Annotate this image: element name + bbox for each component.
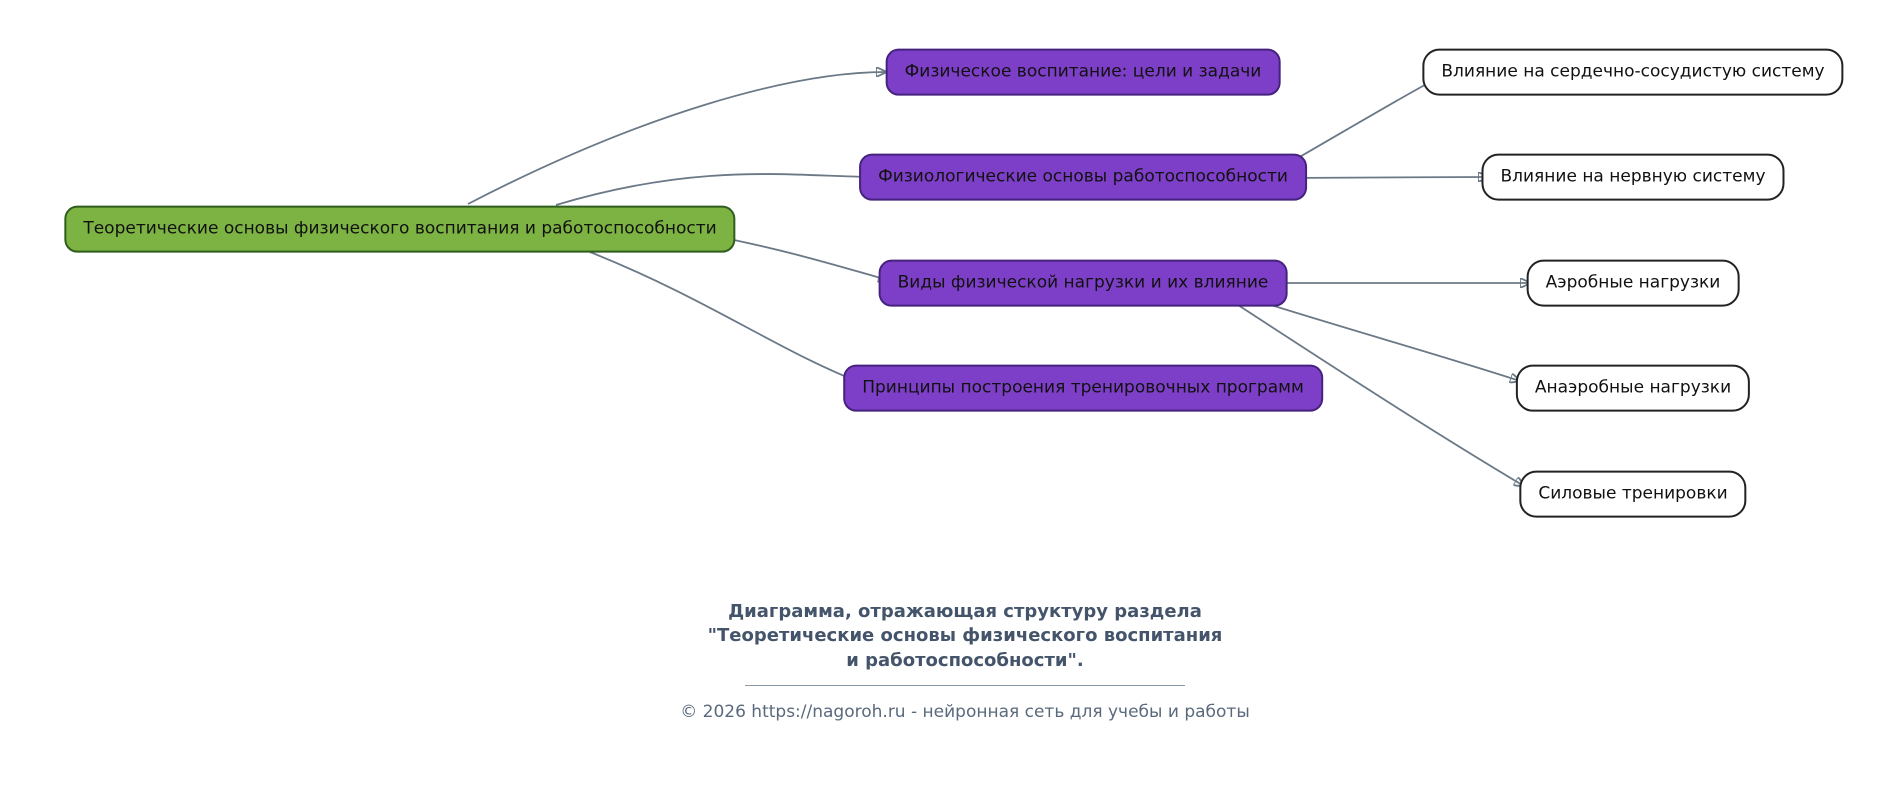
copyright-text: © 2026 https://nagoroh.ru - нейронная се… bbox=[680, 701, 1250, 722]
edge-root-to-principles bbox=[589, 251, 864, 384]
caption-line-3: и работоспособности". bbox=[846, 649, 1084, 671]
edge-physiology-to-cardio bbox=[1283, 80, 1434, 167]
caption-block: Диаграмма, отражающая структуру раздела … bbox=[615, 600, 1315, 722]
node-strength: Силовые тренировки bbox=[1519, 470, 1747, 518]
node-aerobic: Аэробные нагрузки bbox=[1526, 259, 1740, 307]
node-anaerobic: Анаэробные нагрузки bbox=[1515, 364, 1751, 412]
node-principles: Принципы построения тренировочных програ… bbox=[843, 364, 1323, 412]
node-nervous: Влияние на нервную систему bbox=[1481, 153, 1785, 201]
caption-line-1: Диаграмма, отражающая структуру раздела bbox=[728, 601, 1202, 622]
edge-physiology-to-nervous bbox=[1283, 177, 1488, 178]
edge-root-to-physiology bbox=[555, 174, 872, 206]
node-load-types: Виды физической нагрузки и их влияние bbox=[878, 259, 1288, 307]
node-cardio: Влияние на сердечно-сосудистую систему bbox=[1422, 48, 1844, 96]
caption-line-2: "Теоретические основы физического воспит… bbox=[707, 625, 1223, 647]
edge-root-to-load-types bbox=[733, 239, 888, 280]
edge-root-to-goals bbox=[467, 72, 886, 205]
node-goals: Физическое воспитание: цели и задачи bbox=[885, 48, 1281, 96]
caption-divider bbox=[745, 684, 1185, 686]
node-physiology: Физиологические основы работоспособности bbox=[859, 153, 1307, 201]
node-root: Теоретические основы физического воспита… bbox=[64, 205, 736, 253]
